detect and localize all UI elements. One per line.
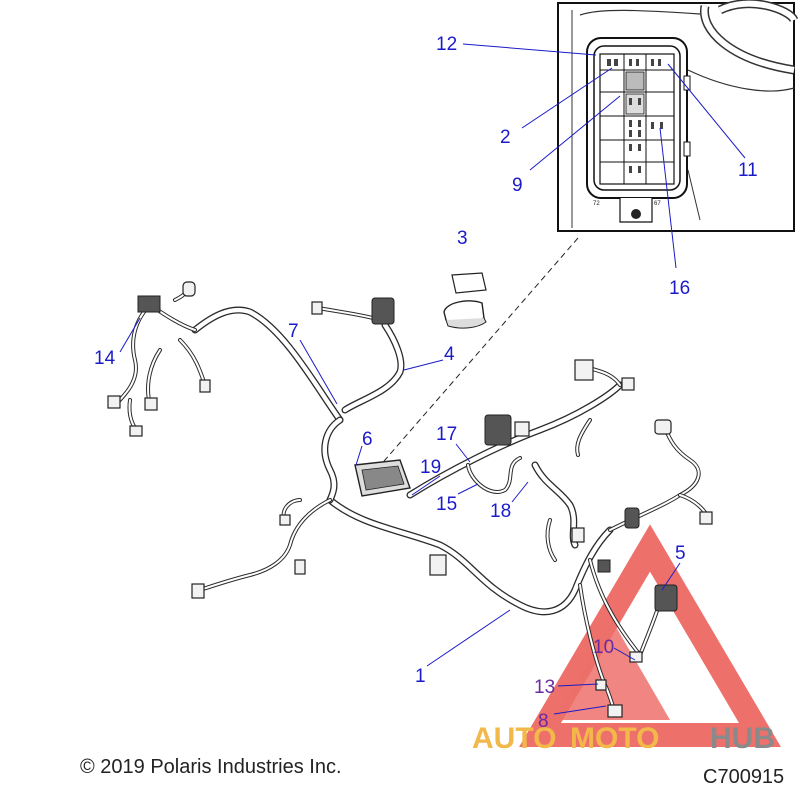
connector <box>621 377 635 391</box>
callouts: 12 2 9 11 16 3 4 7 14 6 19 17 15 18 5 10… <box>94 34 758 732</box>
connector <box>311 301 323 315</box>
copyright-notice: © 2019 Polaris Industries Inc. <box>80 756 342 778</box>
watermark-outer-triangle <box>519 524 781 747</box>
fuse-box-cover <box>443 300 487 329</box>
relay-connector <box>371 297 395 325</box>
callout-3: 3 <box>457 228 468 249</box>
watermark-inner-triangle <box>554 620 670 720</box>
watermark-wordmark: AUTO MOTO HUB <box>472 722 775 755</box>
connector <box>607 704 623 718</box>
callout-18: 18 <box>490 501 511 522</box>
fuse-blades <box>607 59 663 173</box>
connector-block <box>484 414 512 446</box>
part-label-3 <box>451 272 487 294</box>
connector <box>182 281 196 297</box>
connector <box>279 514 291 526</box>
callout-4: 4 <box>444 344 455 365</box>
watermark-moto: MOTO <box>570 722 659 755</box>
connector <box>107 395 121 409</box>
fuse-box-inset: 72 67 <box>557 0 799 232</box>
callout-12: 12 <box>436 34 457 55</box>
inset-link-dashed <box>377 237 579 469</box>
connector <box>199 379 211 393</box>
diagram-code: C700915 <box>703 766 785 788</box>
connector <box>429 554 447 576</box>
main-wiring-harness <box>113 283 710 714</box>
connector <box>654 584 678 612</box>
callout-13: 13 <box>534 677 555 698</box>
callout-5: 5 <box>675 543 686 564</box>
connector <box>571 527 585 543</box>
mount-hole <box>631 209 641 219</box>
callout-6: 6 <box>362 429 373 450</box>
connector <box>129 425 143 437</box>
callout-7: 7 <box>288 321 299 342</box>
watermark-logo <box>519 524 781 747</box>
connector <box>294 559 306 575</box>
callout-17: 17 <box>436 424 457 445</box>
connector <box>597 559 611 573</box>
callout-15: 15 <box>436 494 457 515</box>
connector <box>514 421 530 437</box>
watermark-auto: AUTO <box>472 722 556 755</box>
inset-mark-right: 67 <box>654 201 661 207</box>
connectors <box>107 281 713 718</box>
callout-10: 10 <box>593 637 614 658</box>
leader-lines <box>119 43 746 715</box>
connector <box>595 679 607 691</box>
callout-9: 9 <box>512 175 523 196</box>
callout-16: 16 <box>669 278 690 299</box>
inset-mark-left: 72 <box>593 201 600 207</box>
connector <box>654 419 672 435</box>
callout-11: 11 <box>738 160 758 181</box>
connector <box>137 295 161 313</box>
callout-1: 1 <box>415 666 426 687</box>
watermark-hub: HUB <box>710 722 775 755</box>
callout-19: 19 <box>420 457 441 478</box>
connector <box>144 397 158 411</box>
callout-8: 8 <box>538 711 549 732</box>
callout-14: 14 <box>94 348 116 369</box>
connector <box>624 507 640 529</box>
connector <box>629 651 643 663</box>
fuse-slots <box>600 54 674 184</box>
connector <box>699 511 713 525</box>
callout-2: 2 <box>500 127 511 148</box>
connector <box>574 359 594 381</box>
connector <box>191 583 205 599</box>
